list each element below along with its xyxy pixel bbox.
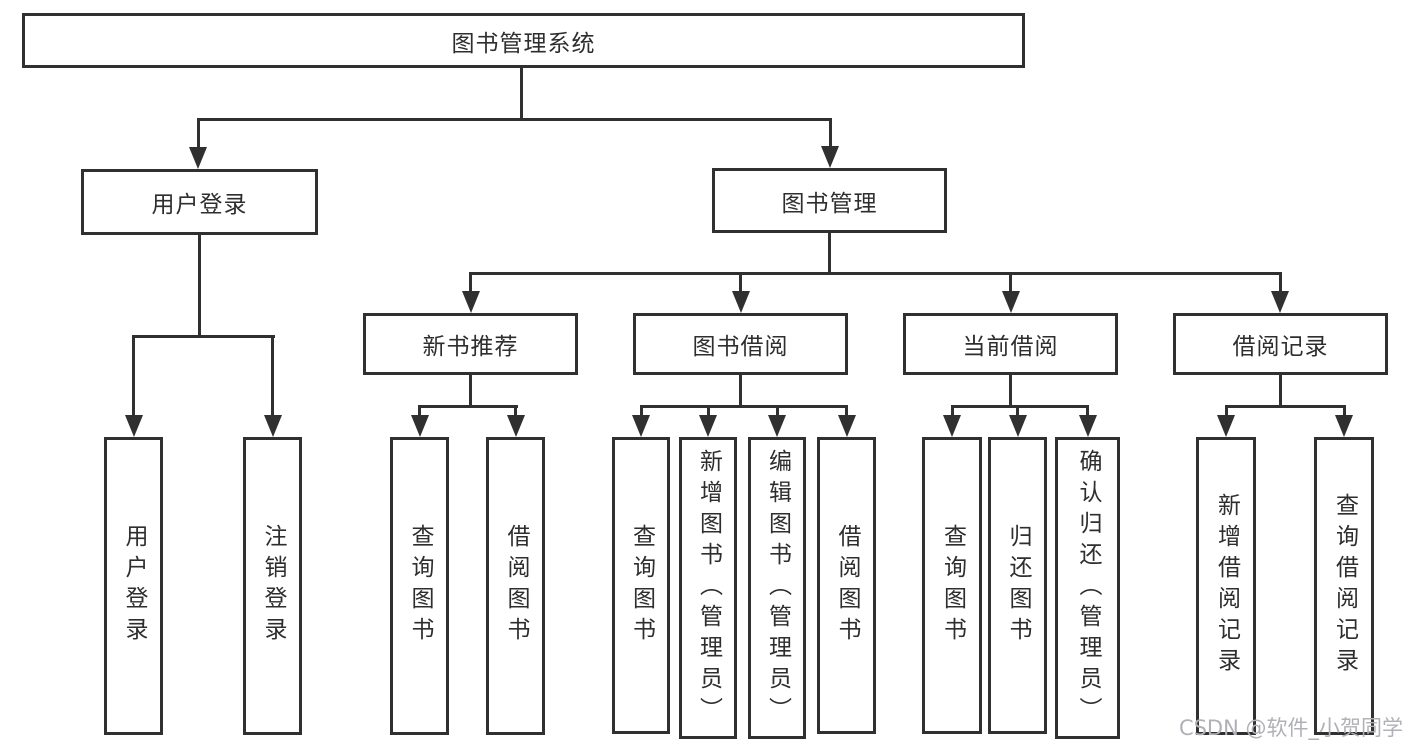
node-user-login: 用户登录 [81,169,318,235]
connector-line [828,233,831,274]
leaf-edit-book-admin-label: 编辑图书（管理员） [764,448,791,728]
arrowhead-down-icon [1335,415,1353,437]
node-new-book-recommend-label: 新书推荐 [422,334,519,360]
connector-line [1009,272,1012,293]
node-book-borrow: 图书借阅 [633,313,848,375]
node-new-book-recommend: 新书推荐 [363,313,578,375]
connector-line [197,118,831,121]
leaf-query-book-1-label: 查询图书 [407,524,433,648]
leaf-query-book-2-label: 查询图书 [628,523,655,648]
leaf-logout-label: 注销登录 [260,524,286,648]
arrowhead-down-icon [462,291,480,313]
connector-line [845,405,848,417]
watermark: CSDN @软件_小贺同学 [1178,716,1403,740]
connector-line [418,405,518,408]
arrowhead-down-icon [125,415,143,437]
leaf-borrow-book-2: 借阅图书 [817,437,876,734]
arrowhead-down-icon [699,415,717,437]
leaf-add-book-admin-label: 新增图书（管理员） [695,448,722,728]
node-root-label: 图书管理系统 [451,30,596,57]
connector-line [469,375,472,407]
node-borrow-record-label: 借阅记录 [1232,334,1329,360]
connector-line [1225,405,1346,408]
connector-line [1009,375,1012,407]
connector-line [520,68,523,120]
arrowhead-down-icon [411,415,429,437]
connector-line [739,375,742,407]
connector-line [1343,405,1346,417]
leaf-query-borrow-record-label: 查询借阅记录 [1331,493,1358,679]
leaf-return-book-label: 归还图书 [1005,523,1031,648]
arrowhead-down-icon [264,415,282,437]
node-current-borrow-label: 当前借阅 [962,334,1059,360]
leaf-add-borrow-record-label: 新增借阅记录 [1213,493,1240,679]
connector-line [469,272,472,293]
leaf-return-book: 归还图书 [988,437,1047,734]
leaf-query-book-2: 查询图书 [612,437,670,734]
arrowhead-down-icon [1009,415,1027,437]
arrowhead-down-icon [768,415,786,437]
arrowhead-down-icon [1271,291,1289,313]
connector-line [739,272,742,293]
leaf-user-login: 用户登录 [104,437,163,735]
node-borrow-record: 借阅记录 [1173,313,1388,375]
connector-line [776,405,779,417]
connector-line [1016,405,1019,417]
connector-line [132,335,275,338]
leaf-confirm-return-admin-label: 确认归还（管理员） [1075,448,1101,728]
connector-line [640,405,643,417]
node-book-borrow-label: 图书借阅 [692,334,789,360]
leaf-borrow-book-1: 借阅图书 [486,437,545,735]
arrowhead-down-icon [1079,415,1097,437]
node-book-management: 图书管理 [712,168,947,233]
arrowhead-down-icon [838,415,856,437]
leaf-query-book-3-label: 查询图书 [939,523,966,648]
arrowhead-down-icon [189,147,207,169]
connector-line [469,272,1282,275]
node-user-login-label: 用户登录 [151,192,248,218]
arrowhead-down-icon [821,146,839,168]
leaf-add-borrow-record: 新增借阅记录 [1196,437,1256,735]
node-book-management-label: 图书管理 [781,190,878,217]
node-current-borrow: 当前借阅 [903,313,1118,375]
arrowhead-down-icon [507,415,525,437]
leaf-confirm-return-admin: 确认归还（管理员） [1055,437,1120,739]
leaf-query-borrow-record: 查询借阅记录 [1314,437,1374,735]
leaf-query-book-3: 查询图书 [922,437,982,734]
connector-line [951,405,1089,408]
leaf-borrow-book-2-label: 借阅图书 [834,523,860,648]
connector-line [197,118,200,149]
connector-line [1279,375,1282,407]
leaf-logout: 注销登录 [243,437,302,735]
leaf-query-book-1: 查询图书 [390,437,449,735]
leaf-borrow-book-1-label: 借阅图书 [503,524,529,648]
arrowhead-down-icon [1002,291,1020,313]
connector-line [640,405,848,408]
arrowhead-down-icon [1217,415,1235,437]
leaf-add-book-admin: 新增图书（管理员） [679,437,737,739]
node-root: 图书管理系统 [22,13,1025,68]
leaf-user-login-label: 用户登录 [121,524,147,648]
connector-line [707,405,710,417]
arrowhead-down-icon [732,291,750,313]
connector-line [132,335,135,417]
connector-line [198,235,201,337]
arrowhead-down-icon [632,415,650,437]
connector-line [418,405,421,417]
connector-line [829,118,832,148]
connector-line [1279,272,1282,293]
connector-line [514,405,517,417]
connector-line [1086,405,1089,417]
connector-line [951,405,954,417]
arrowhead-down-icon [943,415,961,437]
connector-line [271,335,274,417]
leaf-edit-book-admin: 编辑图书（管理员） [748,437,806,739]
connector-line [1225,405,1228,417]
